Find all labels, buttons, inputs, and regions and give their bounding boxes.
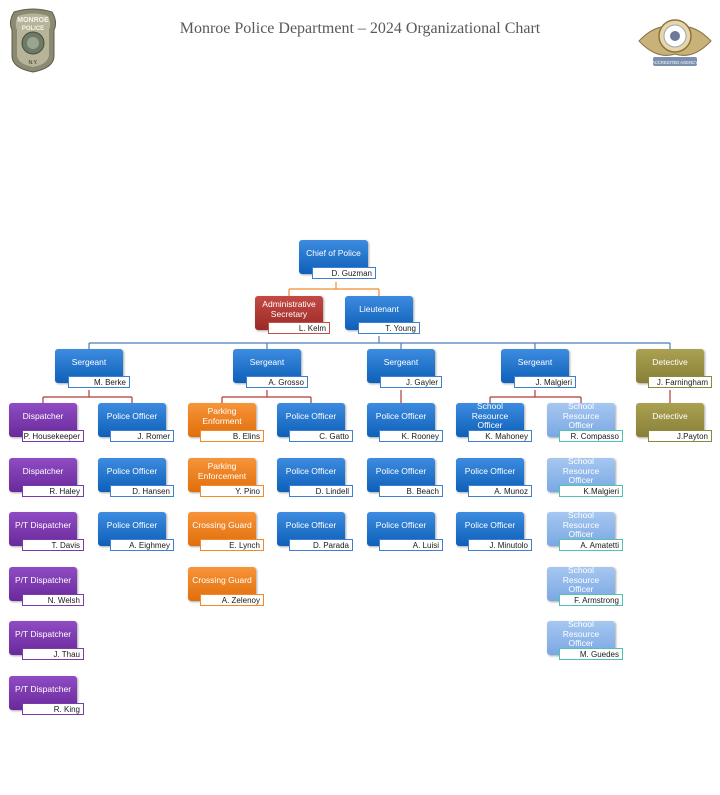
accreditation-seal-logo: ACCREDITED AGENCY [638,19,712,66]
node-police-officer-lindell-name: D. Lindell [289,485,353,497]
page-title: Monroe Police Department – 2024 Organiza… [179,20,541,37]
node-police-officer-parada-name: D. Parada [289,539,353,551]
badge-text-top: MONROE [17,17,49,24]
node-sergeant-grosso-name: A. Grosso [246,376,308,388]
seal-text: ACCREDITED AGENCY [652,60,698,65]
node-police-officer-eighmey-name: A. Eighmey [110,539,174,551]
node-pt-dispatcher-thau-name: J. Thau [22,648,84,660]
node-police-officer-hansen-name: D. Hansen [110,485,174,497]
node-sergeant-berke-name: M. Berke [68,376,130,388]
node-parking-enforcement-pino-name: Y. Pino [200,485,264,497]
police-badge-logo: MONROE POLICE N.Y. [9,8,57,73]
node-parking-enforcement-elins-name: B. Elins [200,430,264,442]
node-police-officer-minutolo-name: J. Minutolo [468,539,532,551]
node-police-officer-luisi-name: A. Luisi [379,539,443,551]
node-school-resource-officer-guedes-name: M. Guedes [559,648,623,660]
node-dispatcher-haley-name: R. Haley [22,485,84,497]
connector-chief-level [288,282,380,296]
node-pt-dispatcher-welsh-name: N. Welsh [22,594,84,606]
node-school-resource-officer-armstrong-name: F. Armstrong [559,594,623,606]
connector-lieutenant-level [88,336,671,349]
node-sergeant-gayler-name: J. Gayler [380,376,442,388]
node-police-officer-romer-name: J. Romer [110,430,174,442]
node-detective-payton-name: J.Payton [648,430,712,442]
node-police-officer-beach-name: B. Beach [379,485,443,497]
node-crossing-guard-zelenoy-name: A. Zelenoy [200,594,264,606]
node-pt-dispatcher-davis-name: T. Davis [22,539,84,551]
node-administrative-secretary-name: L. Kelm [268,322,330,334]
node-administrative-secretary: Administrative Secretary [255,296,323,330]
node-school-resource-officer-kmalgieri-name: K.Malgieri [559,485,623,497]
node-school-resource-officer-compasso-name: R. Compasso [559,430,623,442]
node-lieutenant-name: T. Young [358,322,420,334]
badge-text-mid: POLICE [22,26,44,32]
node-chief-of-police-name: D. Guzman [312,267,376,279]
badge-text-bottom: N.Y. [28,60,37,66]
node-police-officer-rooney-name: K. Rooney [379,430,443,442]
node-pt-dispatcher-king-name: R. King [22,703,84,715]
node-school-resource-officer-amatetti-name: A. Amatetti [559,539,623,551]
node-police-officer-gatto: Police Officer [277,403,345,437]
node-police-officer-munoz-name: A. Munoz [468,485,532,497]
node-dispatcher-housekeeper-name: P. Housekeeper [22,430,84,442]
node-crossing-guard-lynch-name: E. Lynch [200,539,264,551]
node-sergeant-malgieri-name: J. Malgieri [514,376,576,388]
node-detective-farningham-name: J. Farningham [648,376,712,388]
node-school-resource-officer-mahoney-name: K. Mahoney [468,430,532,442]
node-police-officer-gatto-name: C. Gatto [289,430,353,442]
